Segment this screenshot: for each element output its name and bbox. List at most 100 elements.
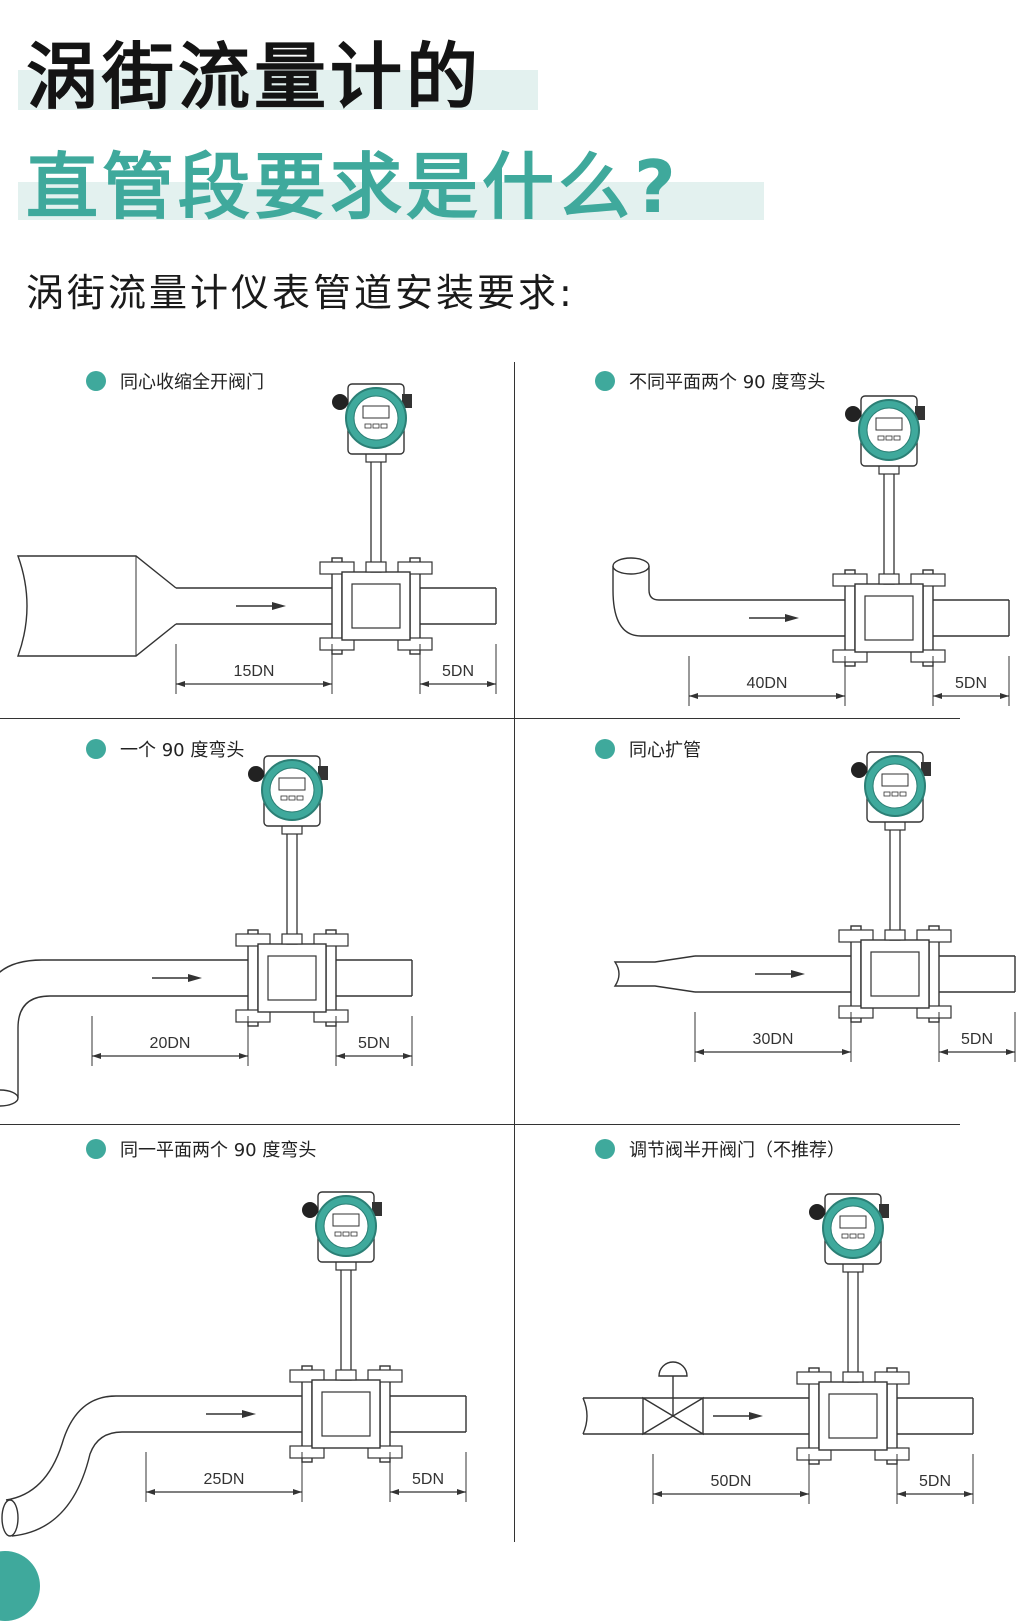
flange-bolt <box>874 1447 910 1461</box>
side-cap <box>372 1202 382 1216</box>
flange-bolt <box>235 1009 271 1023</box>
upstream-dimension-arrow-right <box>323 681 332 687</box>
cable-gland-icon <box>851 762 867 778</box>
downstream-dimension-label: 5DN <box>358 1035 390 1052</box>
cable-gland-icon <box>248 766 264 782</box>
flowmeter <box>235 755 349 1027</box>
meter-bore <box>828 1393 878 1439</box>
key-button-icon <box>893 435 901 441</box>
flange-bolt <box>313 933 349 947</box>
side-cap <box>915 406 925 420</box>
pipe-opening <box>1 1499 19 1537</box>
elbow-fitting <box>612 566 689 637</box>
flange-bolt <box>367 1445 403 1459</box>
meter-stem <box>889 823 901 941</box>
downstream-dimension-arrow-right <box>1006 1049 1015 1055</box>
upstream-dimension-arrow-right <box>842 1049 851 1055</box>
flowmeter <box>319 383 433 655</box>
flowmeter <box>832 395 946 667</box>
upstream-dimension-arrow-left <box>689 693 698 699</box>
lcd-screen <box>881 773 909 787</box>
reducer-fitting <box>17 555 177 657</box>
upstream-dimension-label: 15DN <box>234 663 275 680</box>
lcd-screen <box>839 1215 867 1229</box>
flange-bolt <box>910 573 946 587</box>
bullet-icon <box>86 739 106 759</box>
flange-bolt <box>313 1009 349 1023</box>
upstream-dimension-label: 40DN <box>747 675 788 692</box>
side-cap <box>921 762 931 776</box>
upstream-dimension-label: 30DN <box>753 1031 794 1048</box>
upstream-dimension-arrow-left <box>92 1053 101 1059</box>
flow-arrow-icon <box>749 1412 763 1420</box>
upstream-dimension-label: 20DN <box>150 1035 191 1052</box>
key-button-icon <box>288 795 296 801</box>
panel-label: 调节阀半开阀门（不推荐） <box>595 1136 845 1162</box>
flange-bolt <box>796 1447 832 1461</box>
flange-bolt <box>916 1005 952 1019</box>
flange-bolt <box>796 1371 832 1385</box>
lcd-screen <box>278 777 306 791</box>
flange-bolt <box>289 1369 325 1383</box>
panel-label: 同一平面两个 90 度弯头 <box>86 1136 316 1162</box>
grid-divider-vertical <box>514 362 515 1542</box>
downstream-dimension-label: 5DN <box>961 1031 993 1048</box>
upstream-dimension-arrow-right <box>239 1053 248 1059</box>
meter-stem <box>340 1263 352 1381</box>
page-title-line-1: 涡街流量计的 <box>26 35 483 119</box>
upstream-dimension-arrow-left <box>695 1049 704 1055</box>
key-button-icon <box>334 1231 342 1237</box>
flange-bolt <box>832 649 868 663</box>
valve-left <box>642 1396 675 1436</box>
flow-arrow-icon <box>785 614 799 622</box>
upstream-dimension-label: 50DN <box>711 1473 752 1490</box>
bullet-icon <box>86 371 106 391</box>
flange-bolt <box>319 561 355 575</box>
diagram-expander: 30DN 5DN <box>613 751 1016 1062</box>
meter-stem <box>883 467 895 585</box>
side-cap <box>879 1204 889 1218</box>
downstream-dimension-arrow-left <box>939 1049 948 1055</box>
flange-bolt <box>235 933 271 947</box>
title-highlight-2 <box>18 182 764 220</box>
downstream-dimension-arrow-right <box>403 1053 412 1059</box>
meter-neck <box>281 933 303 945</box>
meter-neck <box>878 573 900 585</box>
side-cap <box>318 766 328 780</box>
key-button-icon <box>350 1231 358 1237</box>
cable-gland-icon <box>845 406 861 422</box>
grid-divider-horizontal-1 <box>0 718 960 719</box>
flange-bolt <box>916 929 952 943</box>
upstream-dimension-arrow-left <box>146 1489 155 1495</box>
grid-divider-horizontal-2 <box>0 1124 960 1125</box>
meter-bore <box>351 583 401 629</box>
expander-fitting <box>613 955 696 993</box>
flange-bolt <box>289 1445 325 1459</box>
upstream-dimension-arrow-right <box>836 693 845 699</box>
pipe-opening <box>612 557 650 575</box>
flange-bolt <box>397 561 433 575</box>
downstream-dimension-arrow-right <box>964 1491 973 1497</box>
flow-arrow-icon <box>272 602 286 610</box>
lcd-screen <box>362 405 390 419</box>
side-cap <box>402 394 412 408</box>
meter-bore <box>864 595 914 641</box>
flow-arrow-icon <box>791 970 805 978</box>
s-bend-fitting <box>5 1395 146 1537</box>
meter-neck <box>842 1371 864 1383</box>
flowmeter <box>289 1191 403 1463</box>
downstream-dimension-label: 5DN <box>412 1471 444 1488</box>
elbow-fitting <box>0 959 92 1098</box>
